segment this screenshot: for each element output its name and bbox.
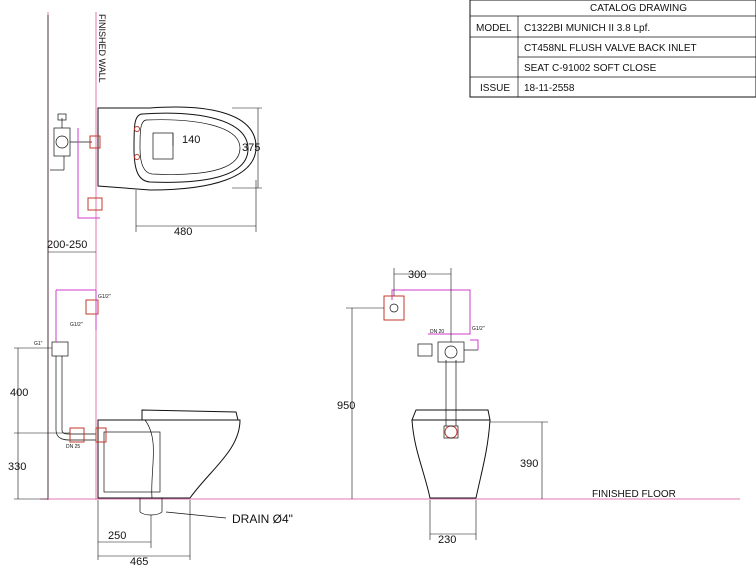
finished-floor-label: FINISHED FLOOR [592, 489, 676, 500]
title-value-valve: CT458NL FLUSH VALVE BACK INLET [524, 43, 697, 54]
dim-330: 330 [8, 461, 26, 473]
front-view: DN 20 G1/2" 300 950 390 230 [337, 268, 548, 546]
side-supply-valve-icon: G1/2" G1/2" G1" DN 25 [34, 289, 111, 450]
title-block: CATALOG DRAWING MODEL C1322BI MUNICH II … [469, 0, 756, 98]
fitting-g12-b: G1/2" [70, 322, 83, 328]
dim-230: 230 [438, 534, 456, 546]
dim-950: 950 [337, 400, 355, 412]
dim-250: 250 [108, 530, 126, 542]
title-value-seat: SEAT C-91002 SOFT CLOSE [524, 63, 657, 74]
dim-375: 375 [242, 142, 260, 154]
side-view: DRAIN Ø4" G1/2" G1/2" G1" DN 25 400 [8, 289, 293, 568]
dim-200-250: 200-250 [47, 239, 87, 251]
finished-wall-label: FINISHED WALL [97, 14, 107, 83]
dim-390: 390 [520, 458, 538, 470]
plan-view: 140 375 480 200-250 [47, 106, 262, 253]
fitting-small-a: DN 20 [430, 329, 444, 335]
title-header: CATALOG DRAWING [590, 3, 687, 14]
dim-300: 300 [408, 269, 426, 281]
plan-valve-icon [50, 113, 103, 219]
finished-floor: FINISHED FLOOR [40, 489, 740, 500]
fitting-small-b: G1/2" [472, 326, 485, 332]
dim-465: 465 [130, 556, 148, 568]
side-flush-valve-icon [51, 341, 107, 443]
title-value-model: C1322BI MUNICH II 3.8 Lpf. [524, 23, 650, 34]
front-flush-valve-icon: DN 20 G1/2" [391, 289, 485, 426]
dim-140: 140 [182, 134, 200, 146]
title-label-model: MODEL [476, 23, 512, 34]
dim-400: 400 [10, 387, 28, 399]
fitting-g12-a: G1/2" [98, 294, 111, 300]
dim-480: 480 [174, 226, 192, 238]
fitting-g1: G1" [34, 341, 43, 347]
title-label-issue: ISSUE [480, 83, 510, 94]
fitting-pipe-note: DN 25 [66, 444, 80, 450]
title-value-issue: 18-11-2558 [524, 83, 575, 94]
drain-label: DRAIN Ø4" [232, 512, 293, 526]
finished-wall: FINISHED WALL [47, 12, 107, 500]
